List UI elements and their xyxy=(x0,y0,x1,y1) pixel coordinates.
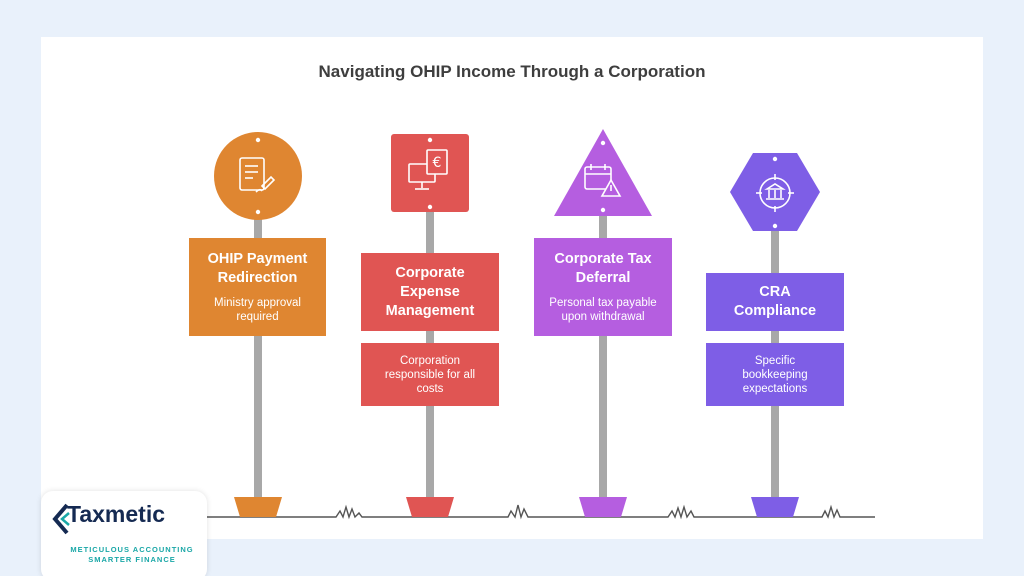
pole-base-2 xyxy=(406,497,454,517)
euro-monitor-icon: € xyxy=(408,149,448,190)
logo-chevron-icon xyxy=(52,503,70,535)
document-signature-icon xyxy=(239,157,276,193)
card-heading: Corporate Tax Deferral xyxy=(554,251,652,286)
sign-circle xyxy=(214,132,302,220)
card-detail-box: Corporation responsible for all costs xyxy=(361,343,499,406)
pole-base-3 xyxy=(579,497,627,517)
card-detail: Corporation responsible for all costs xyxy=(384,354,476,395)
card-heading: CRA Compliance xyxy=(733,284,817,319)
bank-target-icon xyxy=(756,174,794,212)
svg-text:€: € xyxy=(433,155,442,171)
calendar-warning-icon xyxy=(584,164,622,197)
logo-tagline-2: SMARTER FINANCE xyxy=(88,555,176,564)
card-detail-box: Specific bookkeeping expectations xyxy=(706,343,844,406)
card-tax-deferral: Corporate Tax Deferral Personal tax paya… xyxy=(534,238,672,336)
card-detail: Personal tax payable upon withdrawal xyxy=(549,297,657,323)
card-expense-management: Corporate Expense Management xyxy=(361,253,499,331)
pole-base-1 xyxy=(234,497,282,517)
taxmetic-logo: Taxmetic METICULOUS ACCOUNTING SMARTER F… xyxy=(41,491,207,576)
pole-3 xyxy=(599,205,607,500)
logo-name: Taxmetic xyxy=(67,501,166,527)
sign-triangle xyxy=(554,129,652,216)
card-detail: Ministry approval required xyxy=(214,297,301,323)
card-ohip-payment: OHIP Payment Redirection Ministry approv… xyxy=(189,238,326,336)
card-heading: Corporate Expense Management xyxy=(385,264,475,319)
page-title: Navigating OHIP Income Through a Corpora… xyxy=(318,62,706,81)
card-detail: Specific bookkeeping expectations xyxy=(742,354,808,395)
card-heading: OHIP Payment Redirection xyxy=(207,251,308,286)
pole-1 xyxy=(254,205,262,500)
logo-tagline-1: METICULOUS ACCOUNTING xyxy=(70,545,194,554)
pole-base-4 xyxy=(751,497,799,517)
card-cra-compliance: CRA Compliance xyxy=(706,273,844,331)
